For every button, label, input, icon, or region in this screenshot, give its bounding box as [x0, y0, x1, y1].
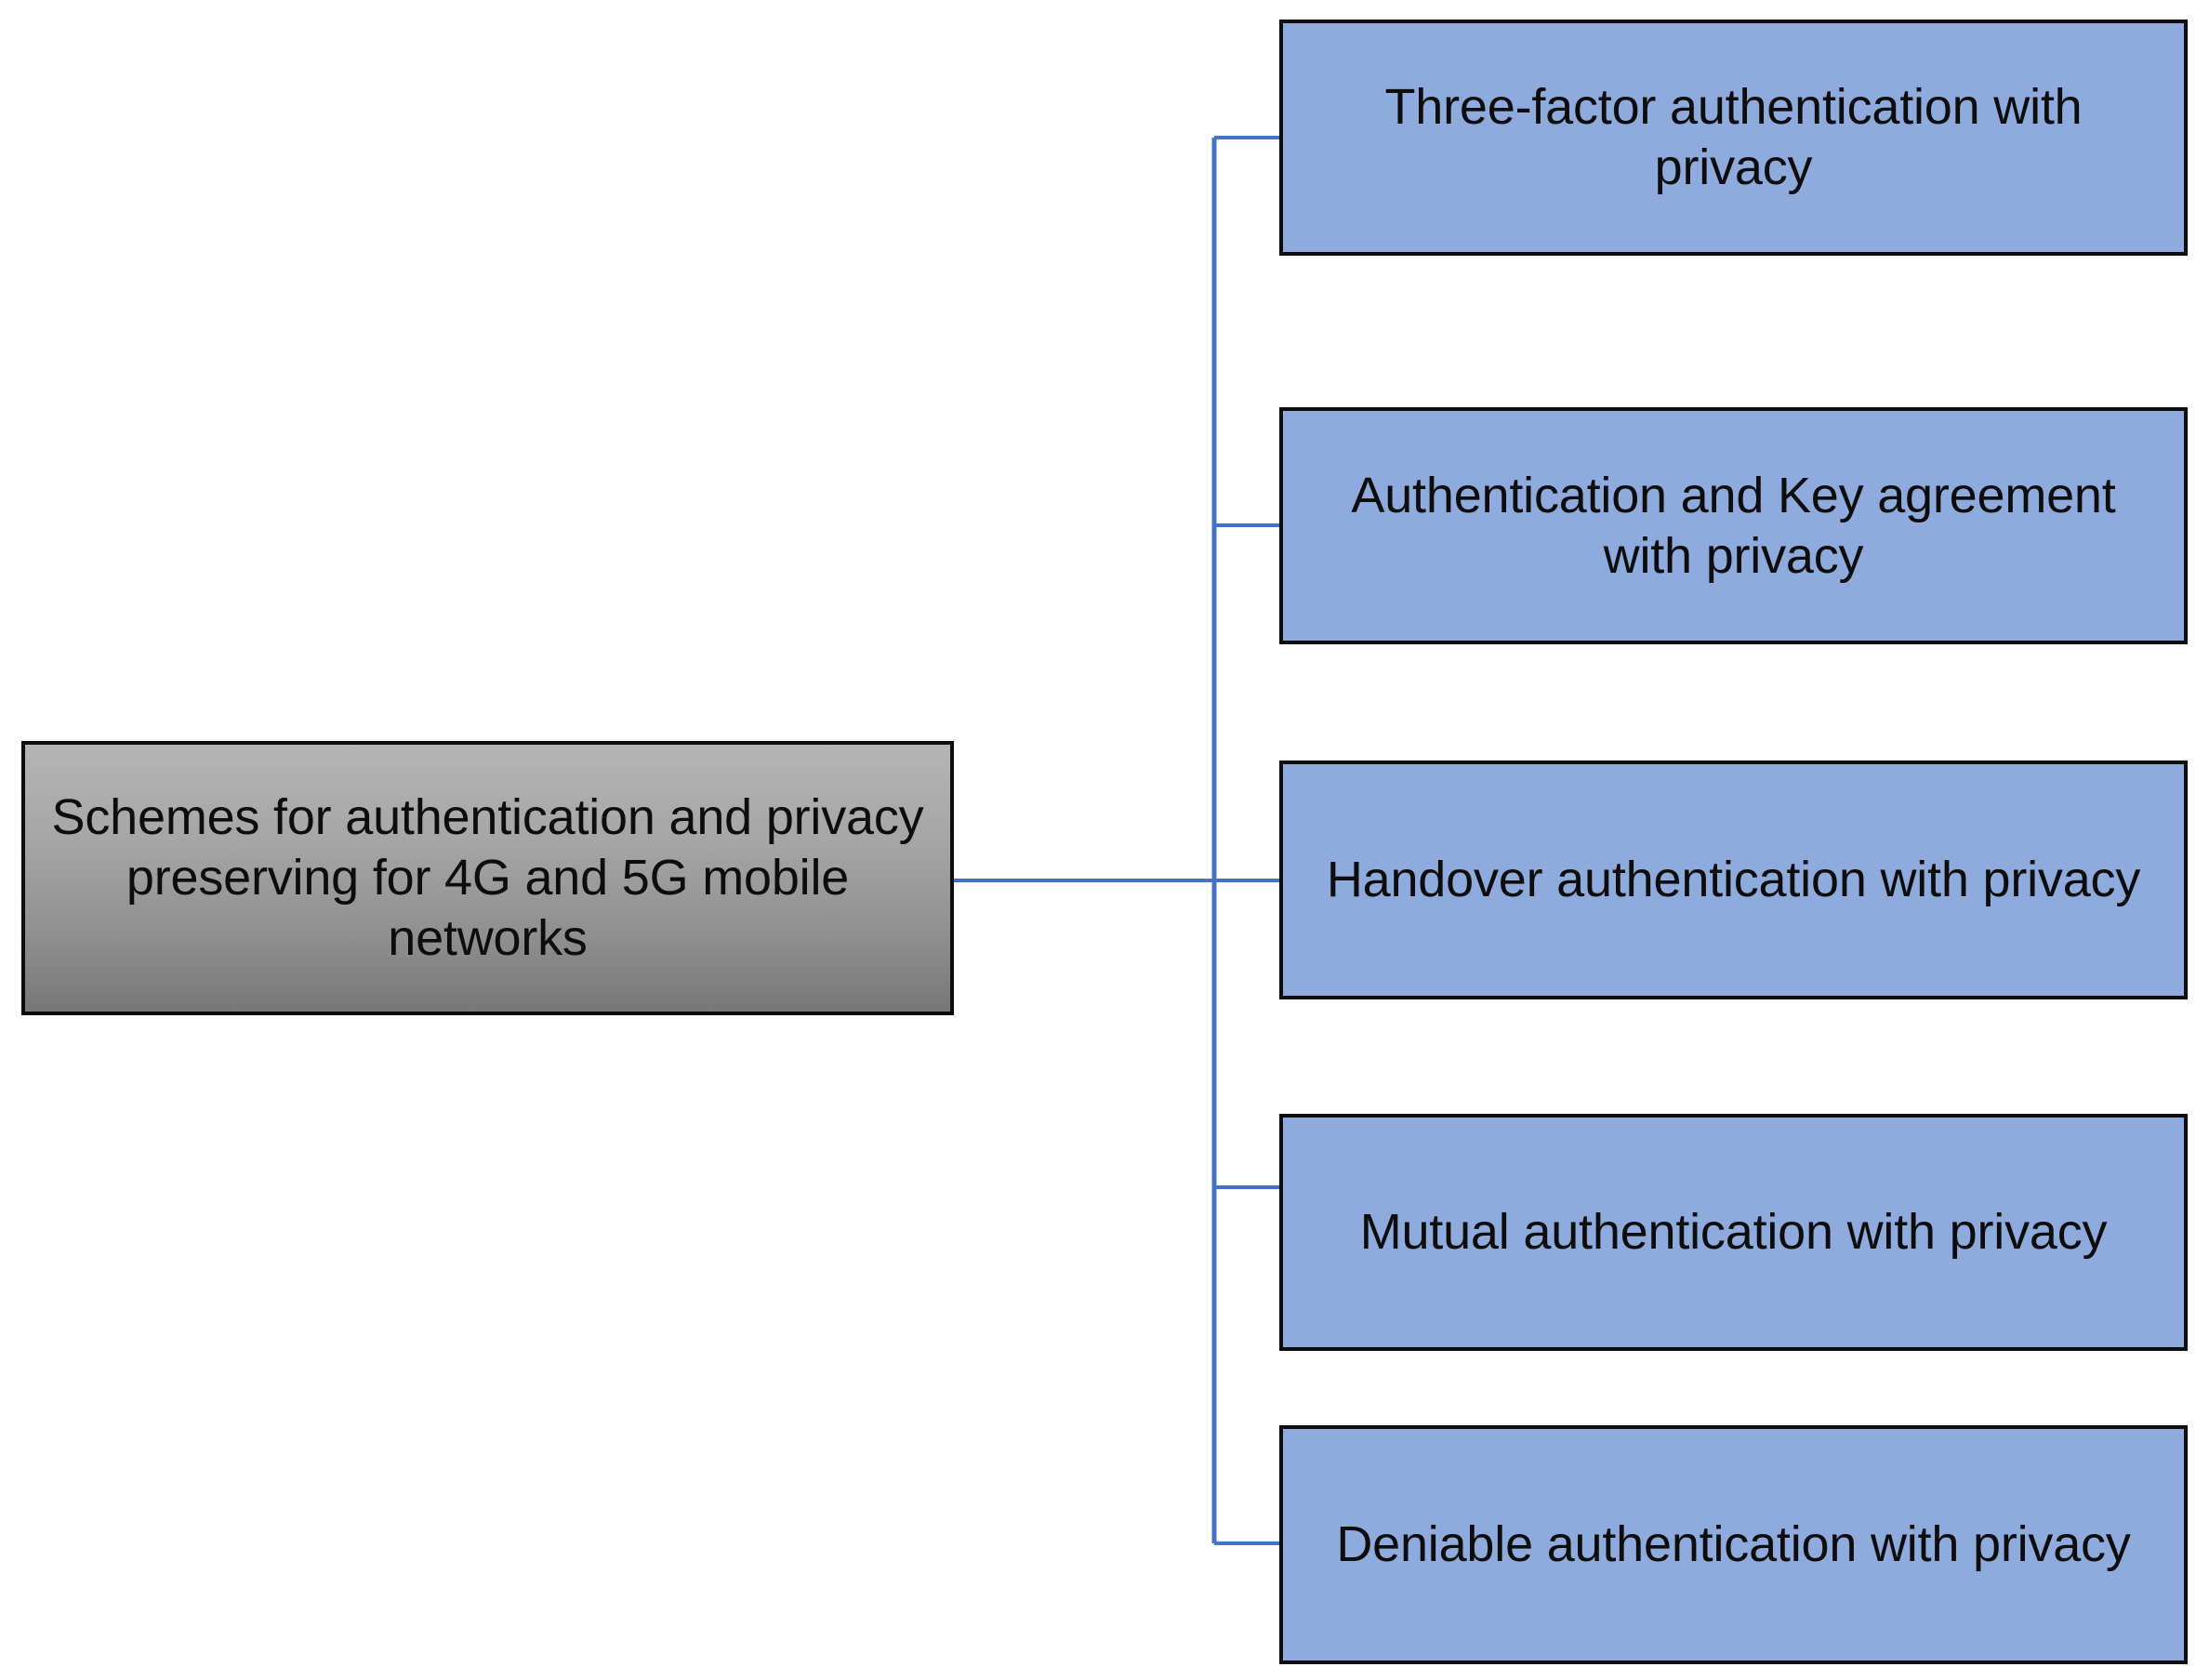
child-node-label: Deniable authentication with privacy [1336, 1516, 2131, 1573]
child-node-deniable-authentication[interactable]: Deniable authentication with privacy [1279, 1425, 2188, 1664]
child-node-label: Mutual authentication with privacy [1359, 1204, 2108, 1261]
child-node-label: Authentication and Key agreement with pr… [1351, 467, 2116, 584]
child-node-three-factor-authentication[interactable]: Three-factor authentication with privacy [1279, 20, 2188, 256]
child-node-handover-authentication[interactable]: Handover authentication with privacy [1279, 761, 2188, 999]
child-node-authentication-and-key-agreement[interactable]: Authentication and Key agreement with pr… [1279, 407, 2188, 644]
root-node-schemes[interactable]: Schemes for authentication and privacy p… [21, 741, 954, 1015]
child-node-label: Handover authentication with privacy [1326, 852, 2141, 908]
child-node-label: Three-factor authentication with privacy [1384, 79, 2083, 195]
child-node-mutual-authentication[interactable]: Mutual authentication with privacy [1279, 1114, 2188, 1351]
root-node-label: Schemes for authentication and privacy p… [51, 789, 924, 966]
